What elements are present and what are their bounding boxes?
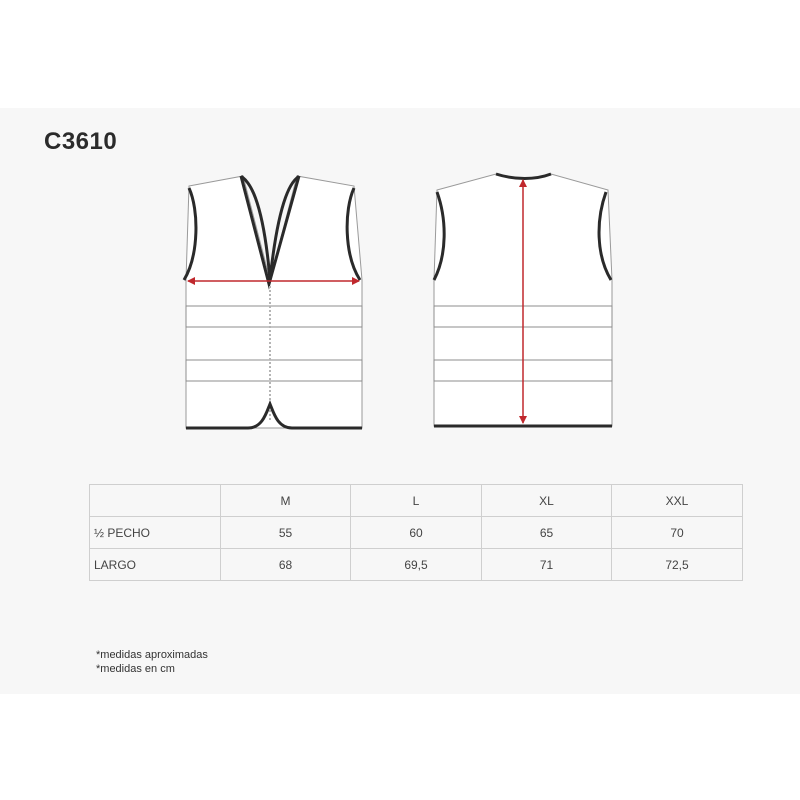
product-code: C3610	[44, 128, 118, 155]
table-cell: 55	[220, 516, 351, 549]
size-header-xxl: XXL	[611, 484, 743, 517]
table-row: ½ PECHO 55 60 65 70	[89, 516, 743, 549]
row-label-length: LARGO	[89, 548, 221, 581]
size-header-row: M L XL XXL	[89, 484, 743, 517]
table-cell: 70	[611, 516, 743, 549]
table-cell: 69,5	[350, 548, 482, 581]
header-corner-cell	[89, 484, 221, 517]
spec-sheet-background	[0, 108, 800, 694]
table-cell: 71	[481, 548, 612, 581]
footnote-units: *medidas en cm	[96, 663, 175, 675]
size-header-m: M	[220, 484, 351, 517]
footnotes: *medidas aproximadas *medidas en cm	[96, 648, 208, 676]
table-row: LARGO 68 69,5 71 72,5	[89, 548, 743, 581]
size-table: M L XL XXL ½ PECHO 55 60 65 70 LARGO 68 …	[89, 484, 743, 581]
footnote-approximate: *medidas aproximadas	[96, 649, 208, 661]
row-label-half-chest: ½ PECHO	[89, 516, 221, 549]
table-cell: 72,5	[611, 548, 743, 581]
vest-front-icon	[182, 174, 363, 430]
size-header-xl: XL	[481, 484, 612, 517]
table-cell: 60	[350, 516, 482, 549]
vest-back-icon	[432, 172, 613, 428]
table-cell: 65	[481, 516, 612, 549]
table-cell: 68	[220, 548, 351, 581]
size-header-l: L	[350, 484, 482, 517]
